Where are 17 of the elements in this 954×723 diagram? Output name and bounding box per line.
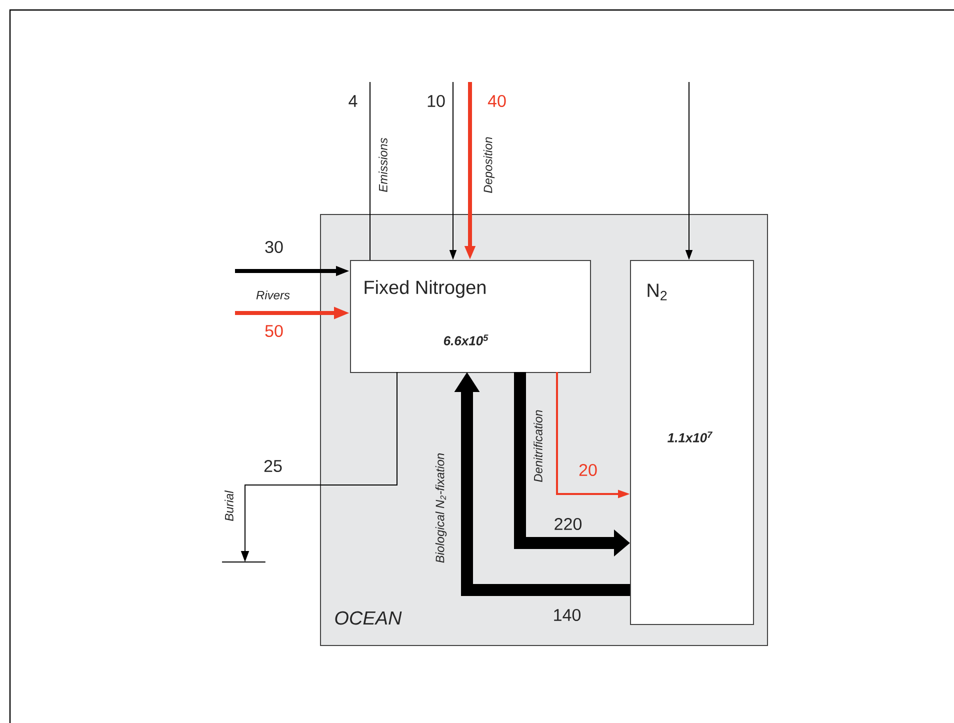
flow-value: 50 [265, 324, 283, 338]
reservoir-box: N$_{2}$ 1.1x10$^{7}$ [630, 260, 754, 625]
process-label: Burial [224, 490, 234, 521]
flow-value: 25 [264, 460, 282, 472]
flow-value: 40 [488, 94, 506, 108]
process-label: Emissions [378, 138, 388, 192]
flow-value: 30 [265, 240, 283, 254]
flow-value: 4 [348, 95, 358, 107]
process-label: Denitrification [534, 410, 542, 482]
flow-value: 140 [554, 608, 581, 622]
reservoir-box: Fixed Nitrogen 6.6x10$^{5}$ [350, 260, 591, 373]
process-label: Biological N$_{2}$-fixation [435, 453, 447, 563]
flow-value: 10 [428, 94, 445, 108]
process-label: Rivers [256, 290, 290, 300]
flow-value: 220 [554, 518, 582, 530]
flow-value: 20 [579, 464, 597, 476]
process-label: Deposition [483, 137, 495, 193]
